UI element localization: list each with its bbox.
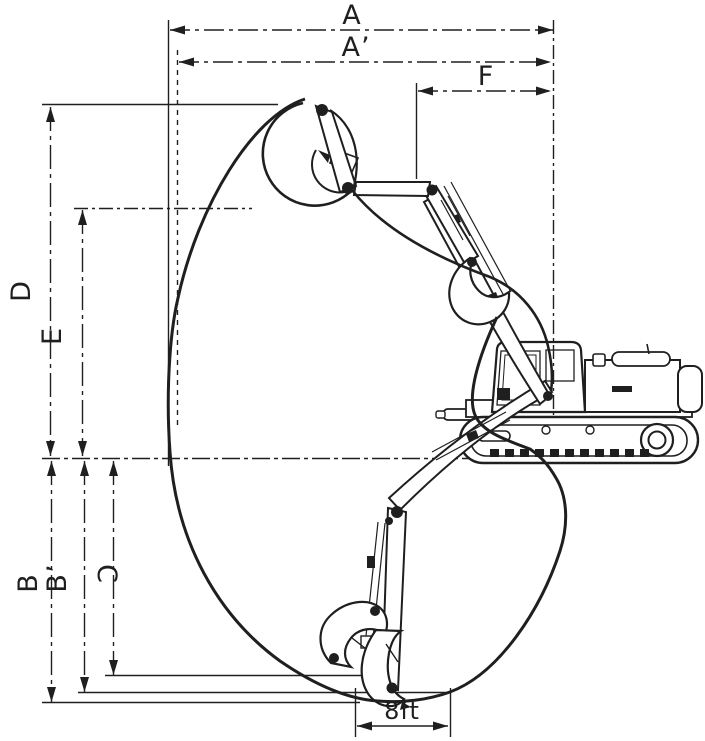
exhaust-stack xyxy=(592,353,606,367)
cab-rear-window xyxy=(545,349,575,382)
track-shoe xyxy=(565,449,574,457)
linkage-digging-position xyxy=(319,379,554,710)
track-shoe xyxy=(625,449,634,457)
boom-cylinder-lowered-a xyxy=(431,411,507,453)
track-shoe xyxy=(595,449,604,457)
drive-sprocket-hub xyxy=(647,430,667,450)
arrow-f-left xyxy=(418,86,433,96)
bucket-mid-position xyxy=(448,256,511,326)
bucket-apex-body xyxy=(314,104,358,194)
arm-apex-position xyxy=(352,181,432,198)
bucket-digging-bottom xyxy=(360,628,406,708)
arm-joint-pin xyxy=(426,184,438,196)
arrow-b-top xyxy=(47,461,56,476)
excavator-machine xyxy=(435,340,703,465)
dimension-lines xyxy=(49,29,553,727)
bucket-swing-arc-inner xyxy=(311,149,346,194)
bucket-mid-pin xyxy=(467,257,477,267)
arrow-e-bottom xyxy=(78,441,87,456)
track-shoes xyxy=(490,449,649,457)
arrow-a-prime-left xyxy=(179,57,194,67)
linkage-raised-position xyxy=(314,104,553,406)
arrow-c-bottom xyxy=(109,660,118,675)
arrow-b-prime-bottom xyxy=(80,677,89,692)
envelope-outline xyxy=(166,97,568,704)
track-shoe xyxy=(580,449,589,457)
bucket-swing-arc-apex xyxy=(261,101,353,207)
boom-lowered xyxy=(387,379,554,512)
bucket-curled-pin-b xyxy=(370,606,380,616)
track-shoe xyxy=(505,449,514,457)
hood-handle xyxy=(612,386,632,392)
elbow-link-pin xyxy=(385,517,393,525)
bucket-bottom-pin xyxy=(386,682,398,694)
arrow-a-left xyxy=(170,25,185,35)
cab-joint-block xyxy=(497,388,510,400)
bucket-apex-pin-top xyxy=(316,104,328,116)
track-shoe xyxy=(550,449,559,457)
dim-label-f: F xyxy=(478,61,495,92)
dim-label-d: D xyxy=(6,280,37,302)
boom-lowered-clamp xyxy=(466,430,479,442)
dim-label-8ft: 8ft xyxy=(384,697,420,725)
arrow-b-prime-top xyxy=(80,461,89,476)
bucket-bottom-link xyxy=(385,643,399,663)
arrow-a-prime-right xyxy=(536,57,551,67)
arrow-8ft-right xyxy=(433,721,448,731)
arrow-d-bottom xyxy=(46,441,55,456)
bucket-apex-bowl xyxy=(329,109,358,187)
engine-hood-hump xyxy=(611,351,671,367)
dim-label-b-prime: B’ xyxy=(42,563,73,592)
roller-1 xyxy=(541,425,551,435)
arrow-8ft-left xyxy=(357,721,372,731)
roller-2 xyxy=(585,425,595,435)
boom-foot-pin xyxy=(543,391,553,401)
track-shoe xyxy=(535,449,544,457)
boom-cylinder-raised-b xyxy=(450,181,512,293)
arrow-f-right xyxy=(536,86,551,96)
antenna xyxy=(646,343,650,355)
dim-label-b: B xyxy=(13,573,44,593)
arm-mid-cylinder-b xyxy=(447,195,471,237)
arm-cylinder-band xyxy=(367,556,375,568)
track-shoe xyxy=(490,449,499,457)
arrow-d-top xyxy=(46,107,55,122)
dim-label-e: E xyxy=(37,327,68,345)
dim-label-c: C xyxy=(91,564,122,584)
dimension-labels: A A’ F D E B B’ C 8ft xyxy=(6,0,495,725)
front-deck-cylinder-tip xyxy=(435,410,446,419)
arrow-e-top xyxy=(78,210,87,225)
dimension-arrows xyxy=(46,25,553,731)
arm-mid-cylinder-a xyxy=(440,199,464,241)
dim-label-a: A xyxy=(342,0,361,31)
bucket-apex-tooth xyxy=(318,150,330,163)
dim-label-a-prime: A’ xyxy=(341,32,370,63)
bucket-curled-pin-a xyxy=(329,653,339,663)
engine-housing xyxy=(584,359,681,413)
arrow-a-right xyxy=(538,25,553,35)
track-shoe xyxy=(520,449,529,457)
arrow-b-bottom xyxy=(47,687,56,702)
arrow-c-top xyxy=(109,461,118,476)
bucket-tooth xyxy=(400,702,411,710)
working-envelope xyxy=(166,97,568,704)
track-shoe xyxy=(610,449,619,457)
counterweight xyxy=(677,365,703,413)
envelope-swing-arc xyxy=(350,189,554,392)
bucket-curled-left xyxy=(319,600,389,669)
track-shoe xyxy=(640,449,649,457)
elbow-joint-pin xyxy=(391,506,403,518)
